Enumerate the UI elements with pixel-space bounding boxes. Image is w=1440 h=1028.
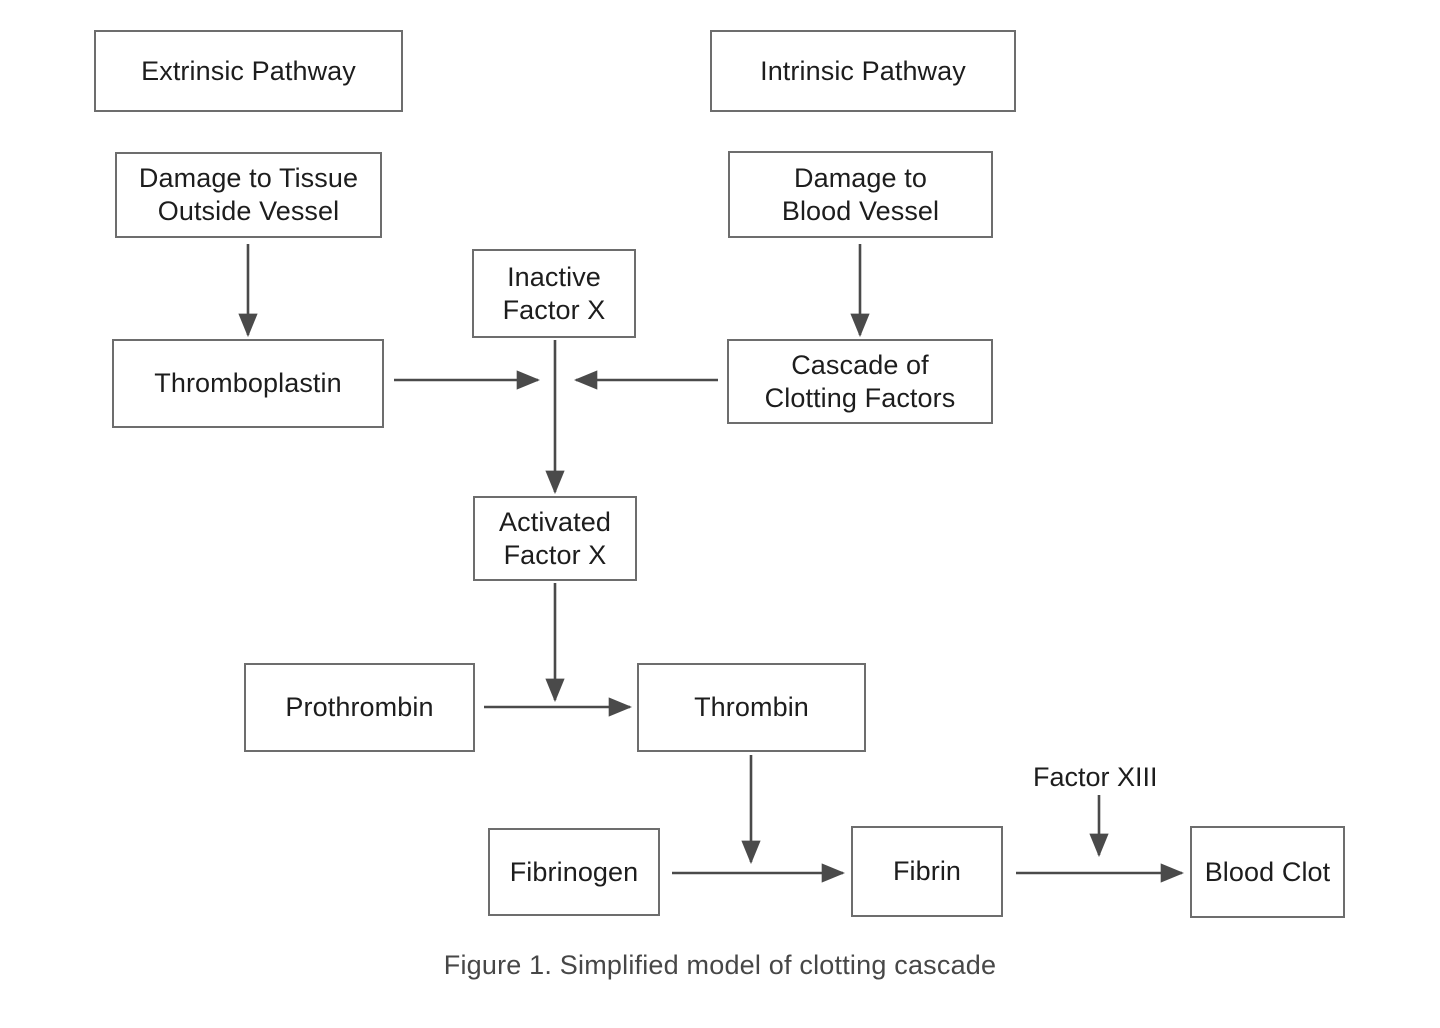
node-label-intrinsic-pathway: Intrinsic Pathway bbox=[760, 55, 966, 86]
node-label-blood-clot: Blood Clot bbox=[1204, 856, 1331, 887]
node-label-thromboplastin: Thromboplastin bbox=[154, 368, 342, 399]
node-fibrinogen: Fibrinogen bbox=[488, 828, 660, 916]
node-cascade-of-clotting-factors: Cascade of Clotting Factors bbox=[727, 339, 993, 424]
node-damage-to-tissue: Damage to Tissue Outside Vessel bbox=[115, 152, 382, 238]
node-activated-factor-x: Activated Factor X bbox=[473, 496, 637, 581]
node-fibrin: Fibrin bbox=[851, 826, 1003, 917]
node-intrinsic-pathway: Intrinsic Pathway bbox=[710, 30, 1016, 112]
label-factor-xiii: Factor XIII bbox=[1033, 762, 1158, 792]
node-label-damage-to-blood-vessel: Damage to Blood Vessel bbox=[781, 162, 940, 226]
node-label-cascade-of-clotting-factors: Cascade of Clotting Factors bbox=[764, 349, 956, 413]
node-label-inactive-factor-x: Inactive Factor X bbox=[502, 261, 606, 325]
node-blood-clot: Blood Clot bbox=[1190, 826, 1345, 918]
node-extrinsic-pathway: Extrinsic Pathway bbox=[94, 30, 403, 112]
node-damage-to-blood-vessel: Damage to Blood Vessel bbox=[728, 151, 993, 238]
node-label-damage-to-tissue: Damage to Tissue Outside Vessel bbox=[138, 163, 359, 226]
node-label-thrombin: Thrombin bbox=[694, 692, 809, 723]
node-label-activated-factor-x: Activated Factor X bbox=[499, 506, 611, 570]
node-label-extrinsic-pathway: Extrinsic Pathway bbox=[141, 55, 356, 86]
node-thromboplastin: Thromboplastin bbox=[112, 339, 384, 428]
node-label-fibrinogen: Fibrinogen bbox=[509, 856, 639, 887]
node-inactive-factor-x: Inactive Factor X bbox=[472, 249, 636, 338]
figure-caption: Figure 1. Simplified model of clotting c… bbox=[443, 950, 997, 980]
node-thrombin: Thrombin bbox=[637, 663, 866, 752]
node-prothrombin: Prothrombin bbox=[244, 663, 475, 752]
node-label-fibrin: Fibrin bbox=[892, 856, 962, 887]
node-label-prothrombin: Prothrombin bbox=[285, 692, 434, 723]
